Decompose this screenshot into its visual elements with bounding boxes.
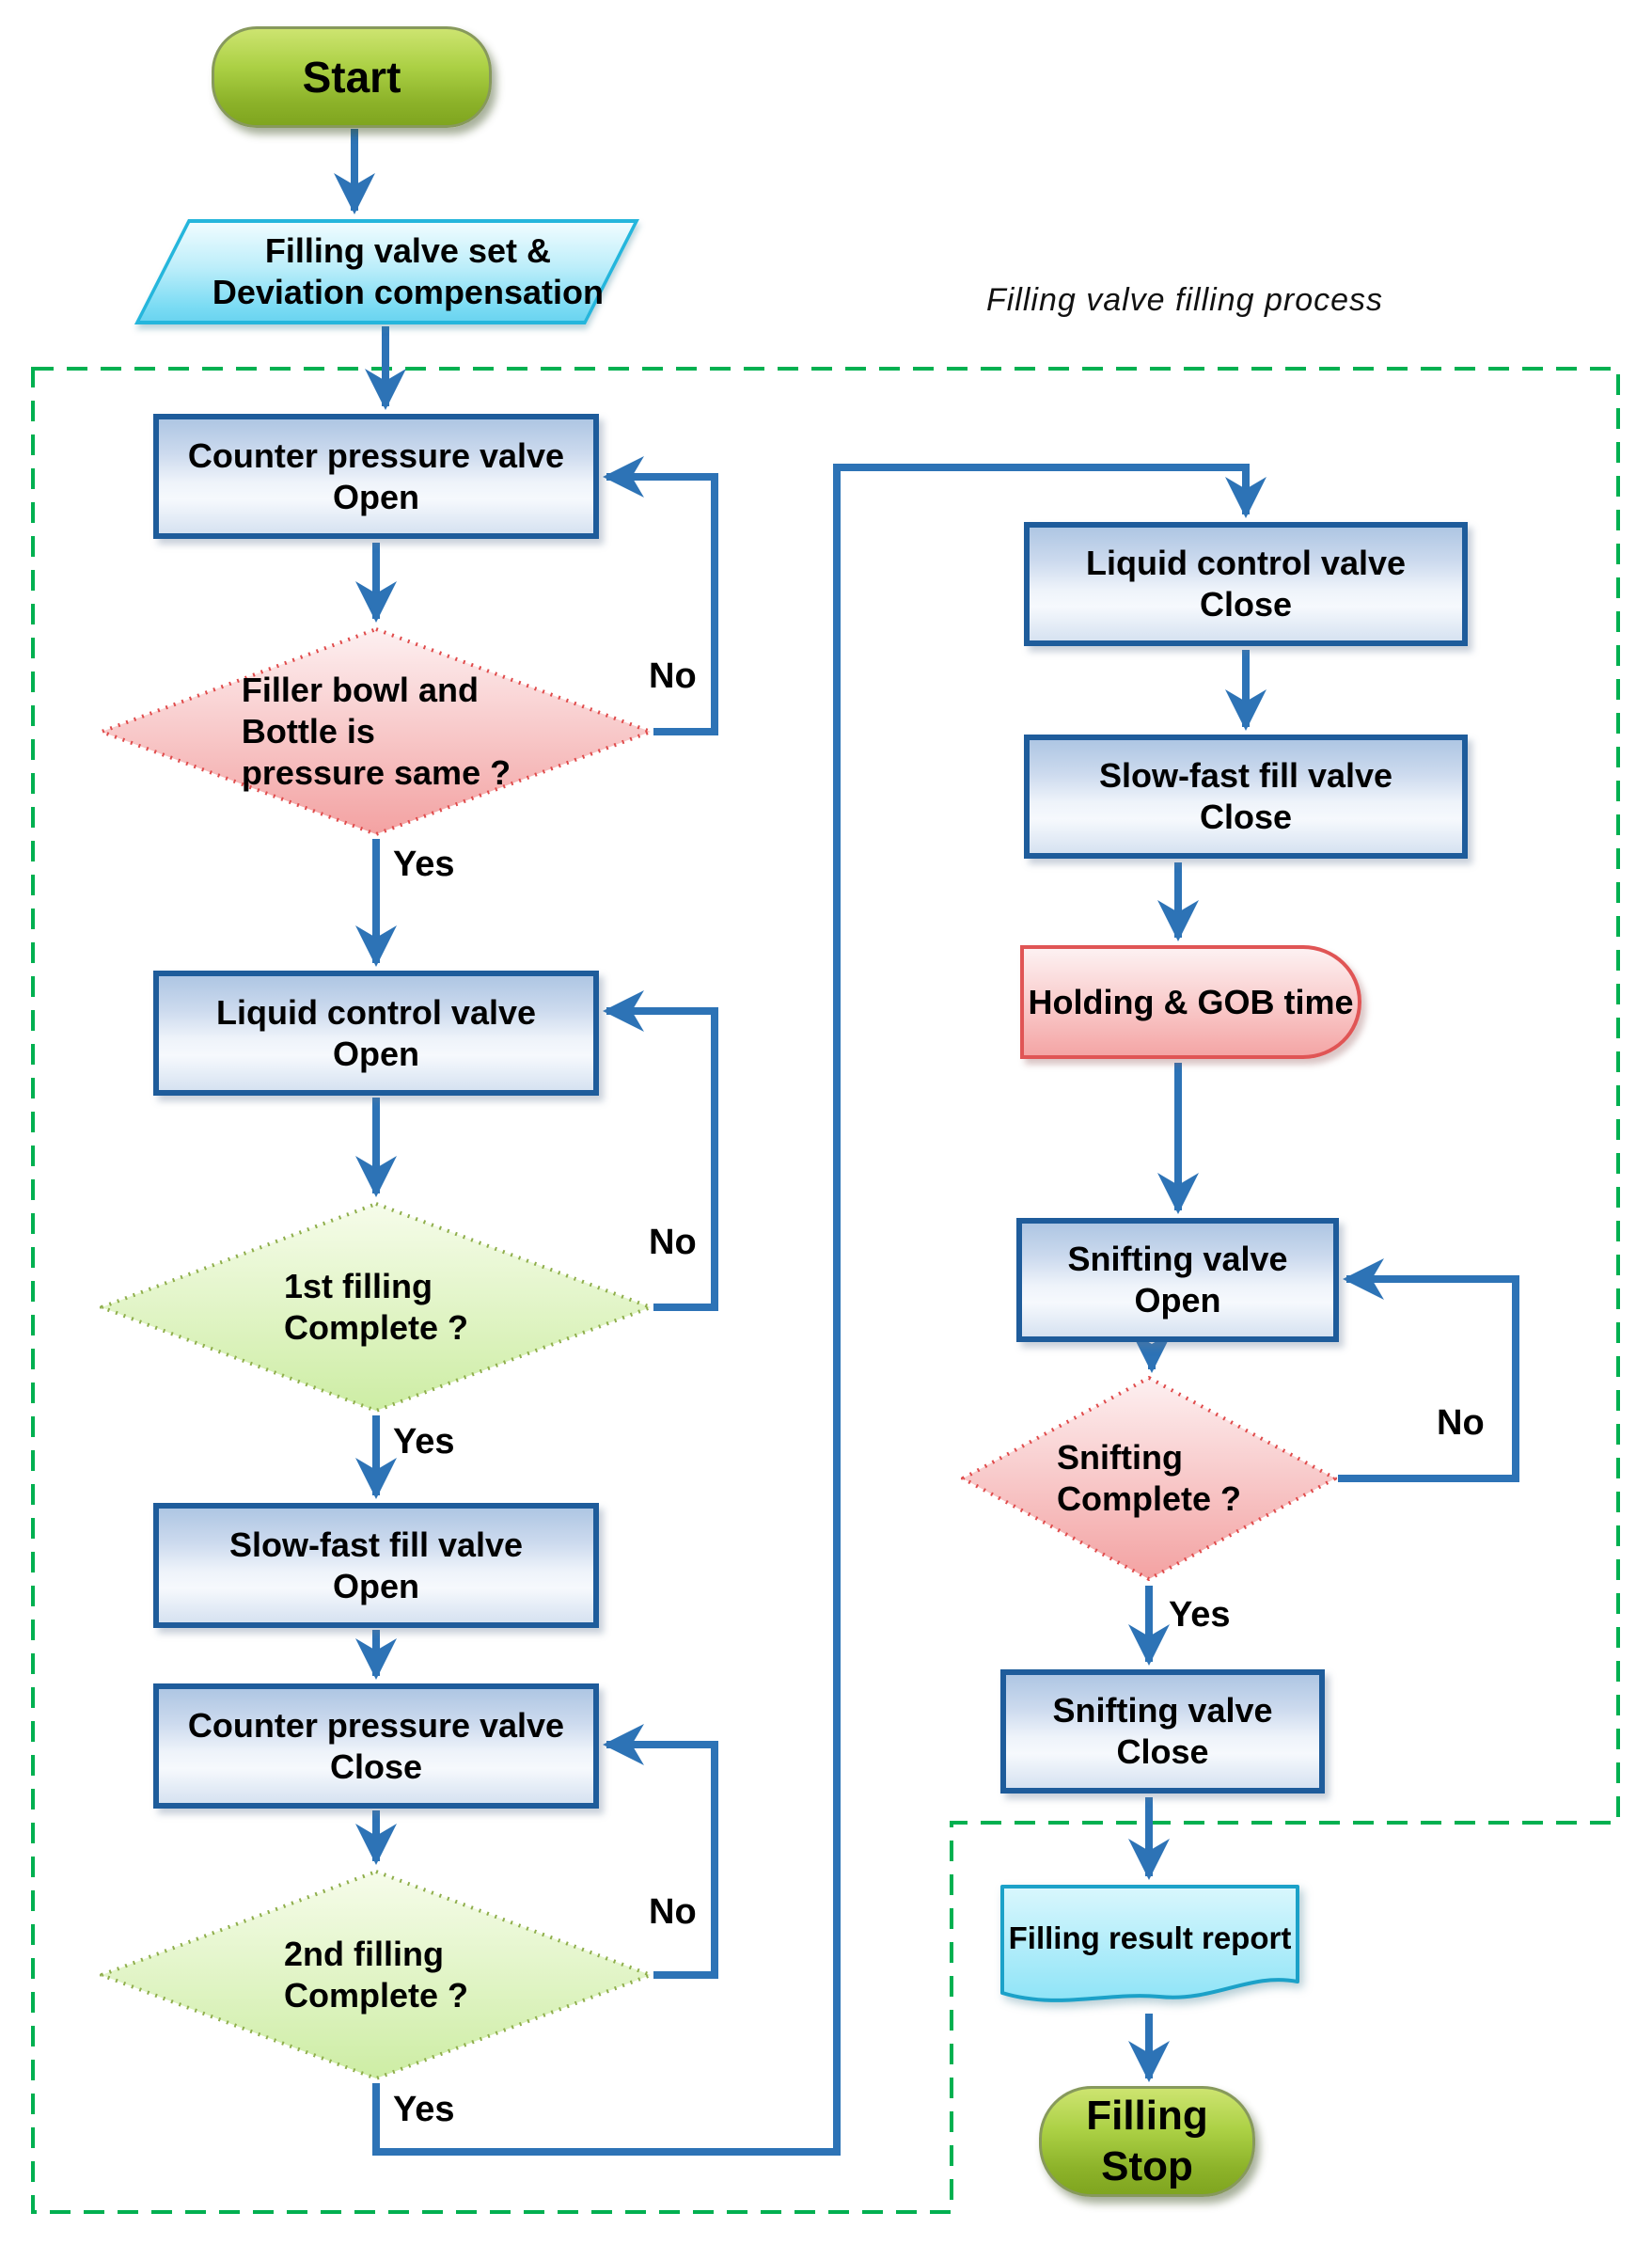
decision-filler-bowl-label: Filler bowl and Bottle is pressure same … bbox=[241, 671, 511, 792]
label-no-filler-bowl: No bbox=[649, 656, 697, 696]
arrow-no-loop-2 bbox=[603, 990, 718, 1311]
diagram-title: Filling valve filling process bbox=[985, 282, 1384, 318]
decision-first-filling-label: 1st filling Complete ? bbox=[283, 1267, 468, 1347]
decision-snifting-label: Snifting Complete ? bbox=[1056, 1438, 1241, 1518]
arrow-no-loop-3 bbox=[603, 1724, 718, 1979]
diamond-shape-green bbox=[100, 1870, 653, 2080]
document-shape bbox=[1000, 1885, 1299, 2002]
node-slow-fast-open-label: Slow-fast fill valve Open bbox=[228, 1525, 524, 1605]
node-filling-result-report: Filling result report bbox=[999, 1884, 1300, 2012]
node-counter-pressure-open: Counter pressure valve Open bbox=[153, 414, 599, 539]
label-yes-snifting: Yes bbox=[1169, 1595, 1231, 1635]
node-liquid-control-open-label: Liquid control valve Open bbox=[215, 992, 537, 1073]
arrow-no-loop-4 bbox=[1338, 1258, 1519, 1482]
node-holding-gob-time-label: Holding & GOB time bbox=[1028, 982, 1354, 1021]
process-region-dashed-border bbox=[31, 367, 1620, 2214]
node-snifting-close-label: Snifting valve Close bbox=[1052, 1691, 1273, 1771]
node-snifting-open: Snifting valve Open bbox=[1016, 1218, 1339, 1342]
node-liquid-control-close: Liquid control valve Close bbox=[1024, 522, 1468, 646]
node-liquid-control-close-label: Liquid control valve Close bbox=[1085, 544, 1407, 624]
label-no-second-filling: No bbox=[649, 1892, 697, 1932]
node-snifting-open-label: Snifting valve Open bbox=[1067, 1240, 1288, 1320]
node-slow-fast-close: Slow-fast fill valve Close bbox=[1024, 735, 1468, 859]
node-filling-valve-set: Filling valve set & Deviation compensati… bbox=[134, 219, 639, 324]
node-liquid-control-open: Liquid control valve Open bbox=[153, 971, 599, 1096]
node-counter-pressure-open-label: Counter pressure valve Open bbox=[187, 435, 565, 516]
node-counter-pressure-close: Counter pressure valve Close bbox=[153, 1683, 599, 1809]
node-filling-stop-label: Filling Stop bbox=[1086, 2093, 1208, 2189]
node-slow-fast-close-label: Slow-fast fill valve Close bbox=[1098, 756, 1393, 836]
diamond-shape-pink bbox=[100, 627, 653, 836]
diamond-shape-green bbox=[100, 1202, 653, 1413]
node-filling-valve-set-label: Filling valve set & Deviation compensati… bbox=[212, 231, 604, 311]
node-snifting-close: Snifting valve Close bbox=[1000, 1669, 1325, 1794]
diamond-shape-pink bbox=[961, 1376, 1337, 1581]
node-start: Start bbox=[212, 26, 492, 128]
arrow-yes-trunk-to-liquid-close bbox=[372, 464, 1267, 2156]
decision-snifting-complete: Snifting Complete ? bbox=[960, 1375, 1338, 1582]
node-counter-pressure-close-label: Counter pressure valve Close bbox=[187, 1705, 565, 1786]
decision-filler-bowl-pressure-same: Filler bowl and Bottle is pressure same … bbox=[99, 626, 653, 837]
flow-arrows bbox=[334, 129, 1519, 2156]
label-yes-first-filling: Yes bbox=[393, 1422, 455, 1462]
arrow-no-loop-1 bbox=[603, 456, 718, 735]
node-start-label: Start bbox=[302, 52, 401, 102]
decision-second-filling-complete: 2nd filling Complete ? bbox=[99, 1869, 653, 2081]
decision-first-filling-complete: 1st filling Complete ? bbox=[99, 1201, 653, 1414]
node-holding-gob-time: Holding & GOB time bbox=[1020, 945, 1361, 1059]
node-slow-fast-open: Slow-fast fill valve Open bbox=[153, 1503, 599, 1628]
label-no-first-filling: No bbox=[649, 1223, 697, 1262]
decision-second-filling-label: 2nd filling Complete ? bbox=[283, 1935, 468, 2015]
label-no-snifting: No bbox=[1437, 1403, 1485, 1443]
label-yes-filler-bowl: Yes bbox=[393, 845, 455, 884]
node-filling-stop: Filling Stop bbox=[1039, 2086, 1255, 2197]
label-yes-second-filling: Yes bbox=[393, 2090, 455, 2129]
node-filling-result-report-label: Filling result report bbox=[1008, 1920, 1292, 1956]
